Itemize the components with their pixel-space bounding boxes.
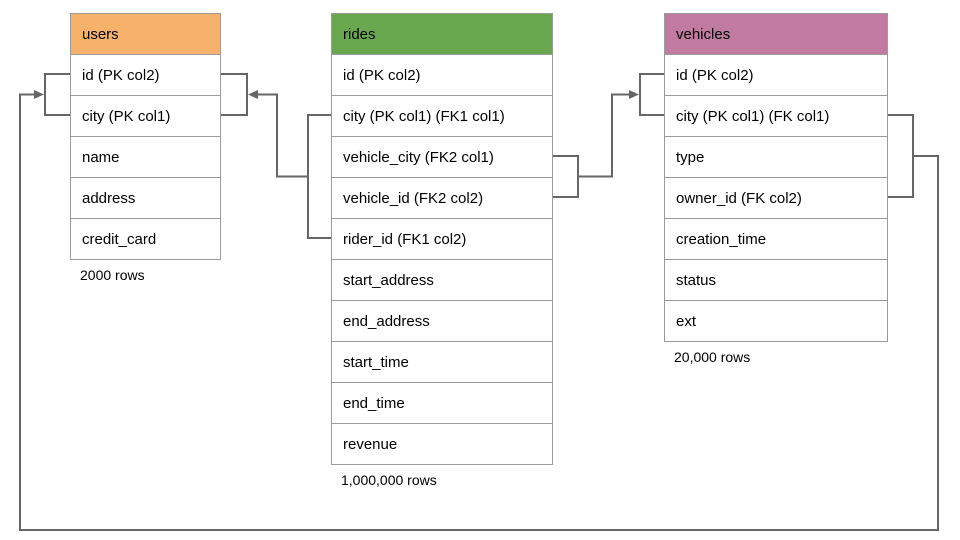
vehicles-fk-to-users-link	[19, 93, 939, 531]
table-row: ext	[665, 300, 887, 341]
table-users-header: users	[71, 14, 220, 54]
connector-arrowheads	[34, 90, 639, 99]
users-row-count-label: 2000 rows	[80, 267, 145, 283]
users-pk-bracket-right	[221, 73, 248, 116]
table-vehicles-header: vehicles	[665, 14, 887, 54]
table-row: start_address	[332, 259, 552, 300]
table-users: users id (PK col2) city (PK col1) name a…	[70, 13, 221, 260]
arrow-into-vehicles-left-icon	[629, 90, 639, 99]
table-row: city (PK col1)	[71, 95, 220, 136]
vehicles-row-count-label: 20,000 rows	[674, 349, 751, 365]
table-row: revenue	[332, 423, 552, 464]
arrow-into-users-right-icon	[248, 90, 258, 99]
table-row: rider_id (FK1 col2)	[332, 218, 552, 259]
rides-row-count-label: 1,000,000 rows	[341, 472, 437, 488]
users-pk-bracket-left	[44, 73, 70, 116]
table-row: credit_card	[71, 218, 220, 259]
rides-fk1-to-users-link	[257, 93, 308, 178]
rides-fk2-bracket	[553, 155, 579, 198]
table-row: status	[665, 259, 887, 300]
table-row: address	[71, 177, 220, 218]
table-row: vehicle_city (FK2 col1)	[332, 136, 552, 177]
table-row: end_time	[332, 382, 552, 423]
vehicles-fk-bracket	[888, 114, 914, 198]
table-row: id (PK col2)	[665, 54, 887, 95]
table-row: type	[665, 136, 887, 177]
table-vehicles: vehicles id (PK col2) city (PK col1) (FK…	[664, 13, 888, 342]
table-row: owner_id (FK col2)	[665, 177, 887, 218]
table-row: city (PK col1) (FK col1)	[665, 95, 887, 136]
table-row: id (PK col2)	[71, 54, 220, 95]
table-row: vehicle_id (FK2 col2)	[332, 177, 552, 218]
table-row: start_time	[332, 341, 552, 382]
table-row: creation_time	[665, 218, 887, 259]
table-row: city (PK col1) (FK1 col1)	[332, 95, 552, 136]
table-row: end_address	[332, 300, 552, 341]
table-row: name	[71, 136, 220, 177]
rides-fk2-to-vehicles-link	[578, 93, 630, 178]
connector-lines	[19, 73, 939, 531]
table-rides-header: rides	[332, 14, 552, 54]
vehicles-pk-bracket	[639, 73, 664, 116]
table-row: id (PK col2)	[332, 54, 552, 95]
rides-fk1-bracket	[307, 114, 331, 239]
table-rides: rides id (PK col2) city (PK col1) (FK1 c…	[331, 13, 553, 465]
arrow-into-users-left-icon	[34, 90, 44, 99]
